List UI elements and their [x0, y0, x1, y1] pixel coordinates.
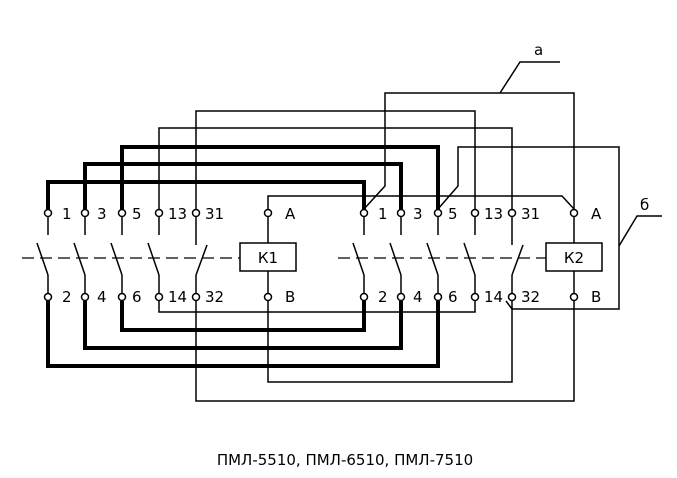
k1-terminal-5: 5	[132, 205, 142, 223]
wire-bottom-4-4	[83, 301, 403, 350]
callout-b-leader	[618, 215, 662, 247]
wire-k1-13-to-k2-31	[158, 127, 513, 209]
wire-k1-32-to-k2-b	[195, 301, 575, 402]
k2-terminal-3: 3	[413, 205, 423, 223]
contactor-2-terminals	[359, 208, 579, 302]
k2-terminal-6: 6	[448, 288, 458, 306]
k2-terminal-b: B	[591, 288, 601, 306]
wire-bottom-6-2	[120, 301, 366, 332]
contactor-2	[338, 208, 603, 302]
k1-terminal-31: 31	[205, 205, 224, 223]
contactor-2-upper-stubs	[363, 213, 575, 245]
k1-terminal-4: 4	[97, 288, 107, 306]
contactor-1-terminals	[43, 208, 273, 302]
wire-top-3-3	[83, 162, 403, 209]
wire-k1-b-to-k2-32	[267, 301, 513, 383]
k2-terminal-5: 5	[448, 205, 458, 223]
k2-terminal-14: 14	[484, 288, 503, 306]
k1-terminal-2: 2	[62, 288, 72, 306]
contactor-2-lower-stubs	[363, 271, 575, 297]
callout-a-label: а	[534, 41, 543, 59]
k2-terminal-31: 31	[521, 205, 540, 223]
k1-terminal-13: 13	[168, 205, 187, 223]
k1-terminal-32: 32	[205, 288, 224, 306]
wire-k1-31-to-k2-13	[195, 110, 476, 209]
diagram-caption: ПМЛ-5510, ПМЛ-6510, ПМЛ-7510	[217, 451, 473, 469]
control-wiring	[158, 61, 662, 402]
k2-terminal-a: A	[591, 205, 602, 223]
k1-coil-label: К1	[258, 249, 278, 267]
k2-terminal-2: 2	[378, 288, 388, 306]
k1-terminal-6: 6	[132, 288, 142, 306]
k2-terminal-13: 13	[484, 205, 503, 223]
wire-k1-a	[267, 195, 575, 210]
coil-k2	[545, 242, 603, 272]
k1-terminal-14: 14	[168, 288, 187, 306]
wire-bottom-2-6	[46, 301, 440, 368]
callout-b-label: б	[640, 196, 649, 214]
contactor-1-contacts	[36, 242, 208, 276]
k1-terminal-a: A	[285, 205, 296, 223]
wire-b-loop	[437, 146, 620, 310]
k2-terminal-32: 32	[521, 288, 540, 306]
callout-a-leader	[499, 61, 560, 94]
k2-coil-label: К2	[564, 249, 584, 267]
wire-k1-14-to-k2-14	[158, 301, 476, 313]
wire-top-5-1	[120, 145, 440, 209]
contactor-1-labels: 1 3 5 13 31 A 2 4 6 14 32 B К1	[62, 205, 296, 306]
k1-terminal-3: 3	[97, 205, 107, 223]
k1-terminal-b: B	[285, 288, 295, 306]
wire-a-loop	[363, 92, 575, 210]
contactor-2-labels: 1 3 5 13 31 A 2 4 6 14 32 B К2	[378, 205, 602, 306]
k1-terminal-1: 1	[62, 205, 72, 223]
power-wiring	[46, 145, 440, 368]
contactor-1	[22, 208, 297, 302]
coil-k1	[239, 242, 297, 272]
k2-terminal-1: 1	[378, 205, 388, 223]
contactor-2-contacts	[352, 242, 524, 276]
k2-terminal-4: 4	[413, 288, 423, 306]
contactor-1-upper-stubs	[47, 213, 269, 245]
